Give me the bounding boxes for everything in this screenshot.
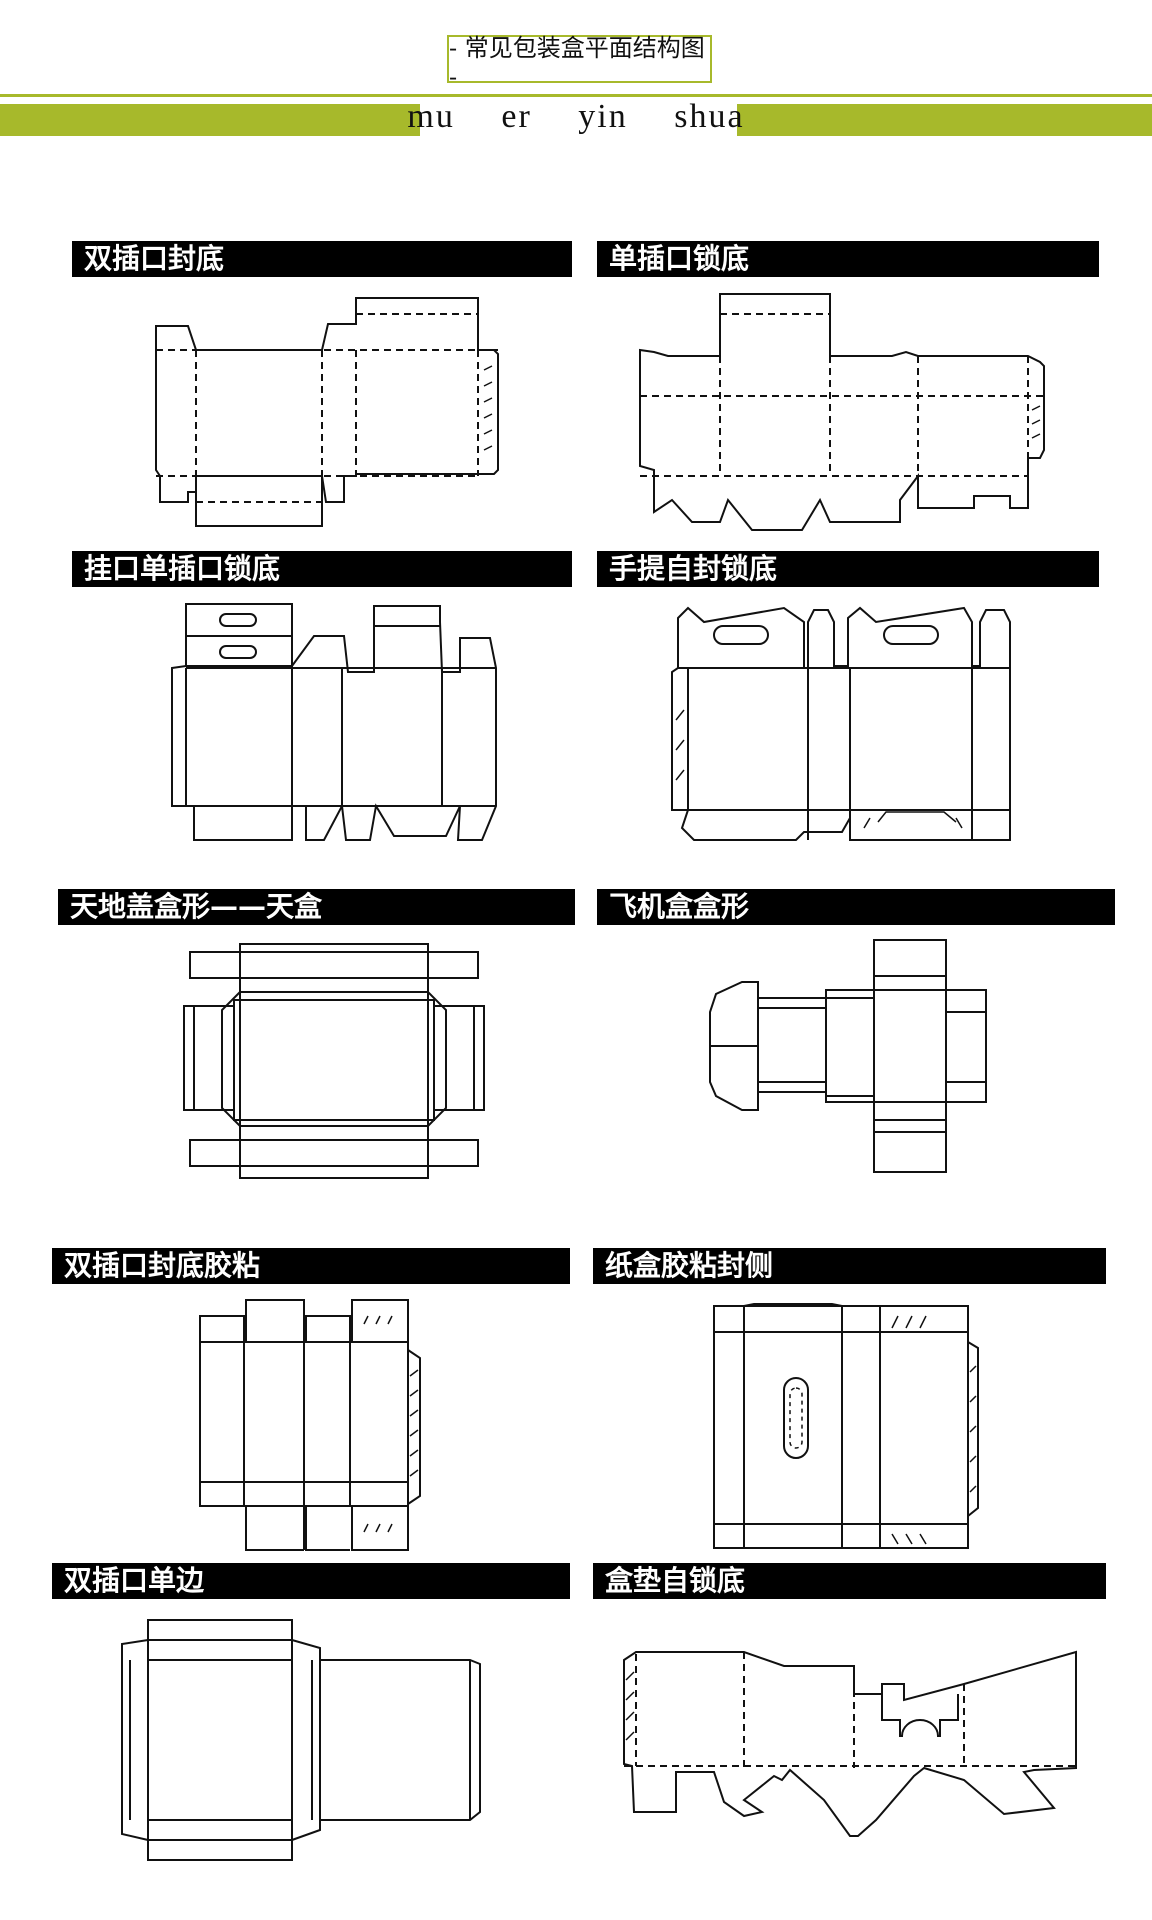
- dieline-single-tuck-lock-bottom: [639, 293, 1045, 531]
- subtitle-word: yin: [578, 98, 628, 135]
- panel-label: 盒垫自锁底: [593, 1563, 1106, 1599]
- subtitle: mu er yin shua: [0, 98, 1152, 136]
- panel-label: 双插口单边: [52, 1563, 570, 1599]
- dieline-hang-tab-lock-bottom: [171, 603, 497, 841]
- header-rule: [0, 94, 1152, 97]
- panel-label: 飞机盒盒形: [597, 889, 1115, 925]
- subtitle-word: shua: [674, 98, 745, 135]
- panel-label: 双插口封底: [72, 241, 572, 277]
- panel-label: 手提自封锁底: [597, 551, 1099, 587]
- header-bar-right: [737, 104, 1152, 136]
- panel-label: 纸盒胶粘封侧: [593, 1248, 1106, 1284]
- dieline-double-tuck-glued: [199, 1299, 421, 1551]
- panel-label: 挂口单插口锁底: [72, 551, 572, 587]
- panel-label: 双插口封底胶粘: [52, 1248, 570, 1284]
- panel-label: 天地盖盒形——天盒: [58, 889, 575, 925]
- dieline-lid-box: [183, 943, 485, 1179]
- dieline-double-tuck-single-side: [121, 1619, 481, 1861]
- header-bar-left: [0, 104, 420, 136]
- subtitle-word: mu: [407, 98, 455, 135]
- subtitle-word: er: [501, 98, 532, 135]
- dieline-handle-self-lock-bottom: [671, 606, 1011, 841]
- dieline-glued-side-box: [713, 1303, 979, 1549]
- dieline-mailer-box: [709, 939, 987, 1173]
- page-title: - 常见包装盒平面结构图 -: [447, 34, 712, 91]
- panel-label: 单插口锁底: [597, 241, 1099, 277]
- dieline-double-tuck-end: [155, 297, 499, 527]
- dieline-tray-self-lock-bottom: [623, 1650, 1077, 1837]
